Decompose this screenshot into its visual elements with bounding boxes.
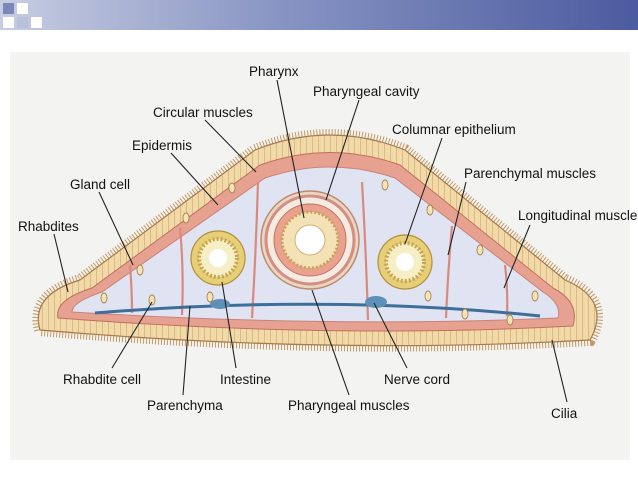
label-parenchymal-muscles: Parenchymal muscles (464, 166, 596, 181)
intestine-right (377, 234, 433, 290)
label-rhabdites: Rhabdites (18, 219, 79, 234)
label-longitudinal-muscle: Longitudinal muscle (518, 208, 637, 223)
label-nerve-cord: Nerve cord (384, 372, 450, 387)
intestine-left (190, 230, 246, 286)
diagram-labels: Pharynx Pharyngeal cavity Circular muscl… (18, 64, 637, 421)
leader-lines (53, 79, 568, 403)
label-parenchyma: Parenchyma (147, 398, 223, 413)
nerve-cord-left (210, 299, 230, 309)
label-rhabdite-cell: Rhabdite cell (63, 372, 141, 387)
gland-cells (100, 179, 539, 326)
label-epidermis: Epidermis (132, 138, 192, 153)
label-intestine: Intestine (220, 372, 271, 387)
pharynx (260, 190, 360, 290)
label-pharynx: Pharynx (249, 64, 299, 79)
label-gland-cell: Gland cell (70, 177, 130, 192)
slide-corner-decoration (0, 0, 46, 46)
label-pharyngeal-cavity: Pharyngeal cavity (313, 84, 420, 99)
label-pharyngeal-muscles: Pharyngeal muscles (288, 398, 410, 413)
slide-title-bar (0, 0, 638, 30)
nerve-cord (94, 302, 541, 318)
label-columnar-epithelium: Columnar epithelium (392, 122, 516, 137)
label-cilia: Cilia (551, 406, 578, 421)
nerve-cord-right (365, 296, 387, 308)
label-circular-muscles: Circular muscles (153, 105, 253, 120)
